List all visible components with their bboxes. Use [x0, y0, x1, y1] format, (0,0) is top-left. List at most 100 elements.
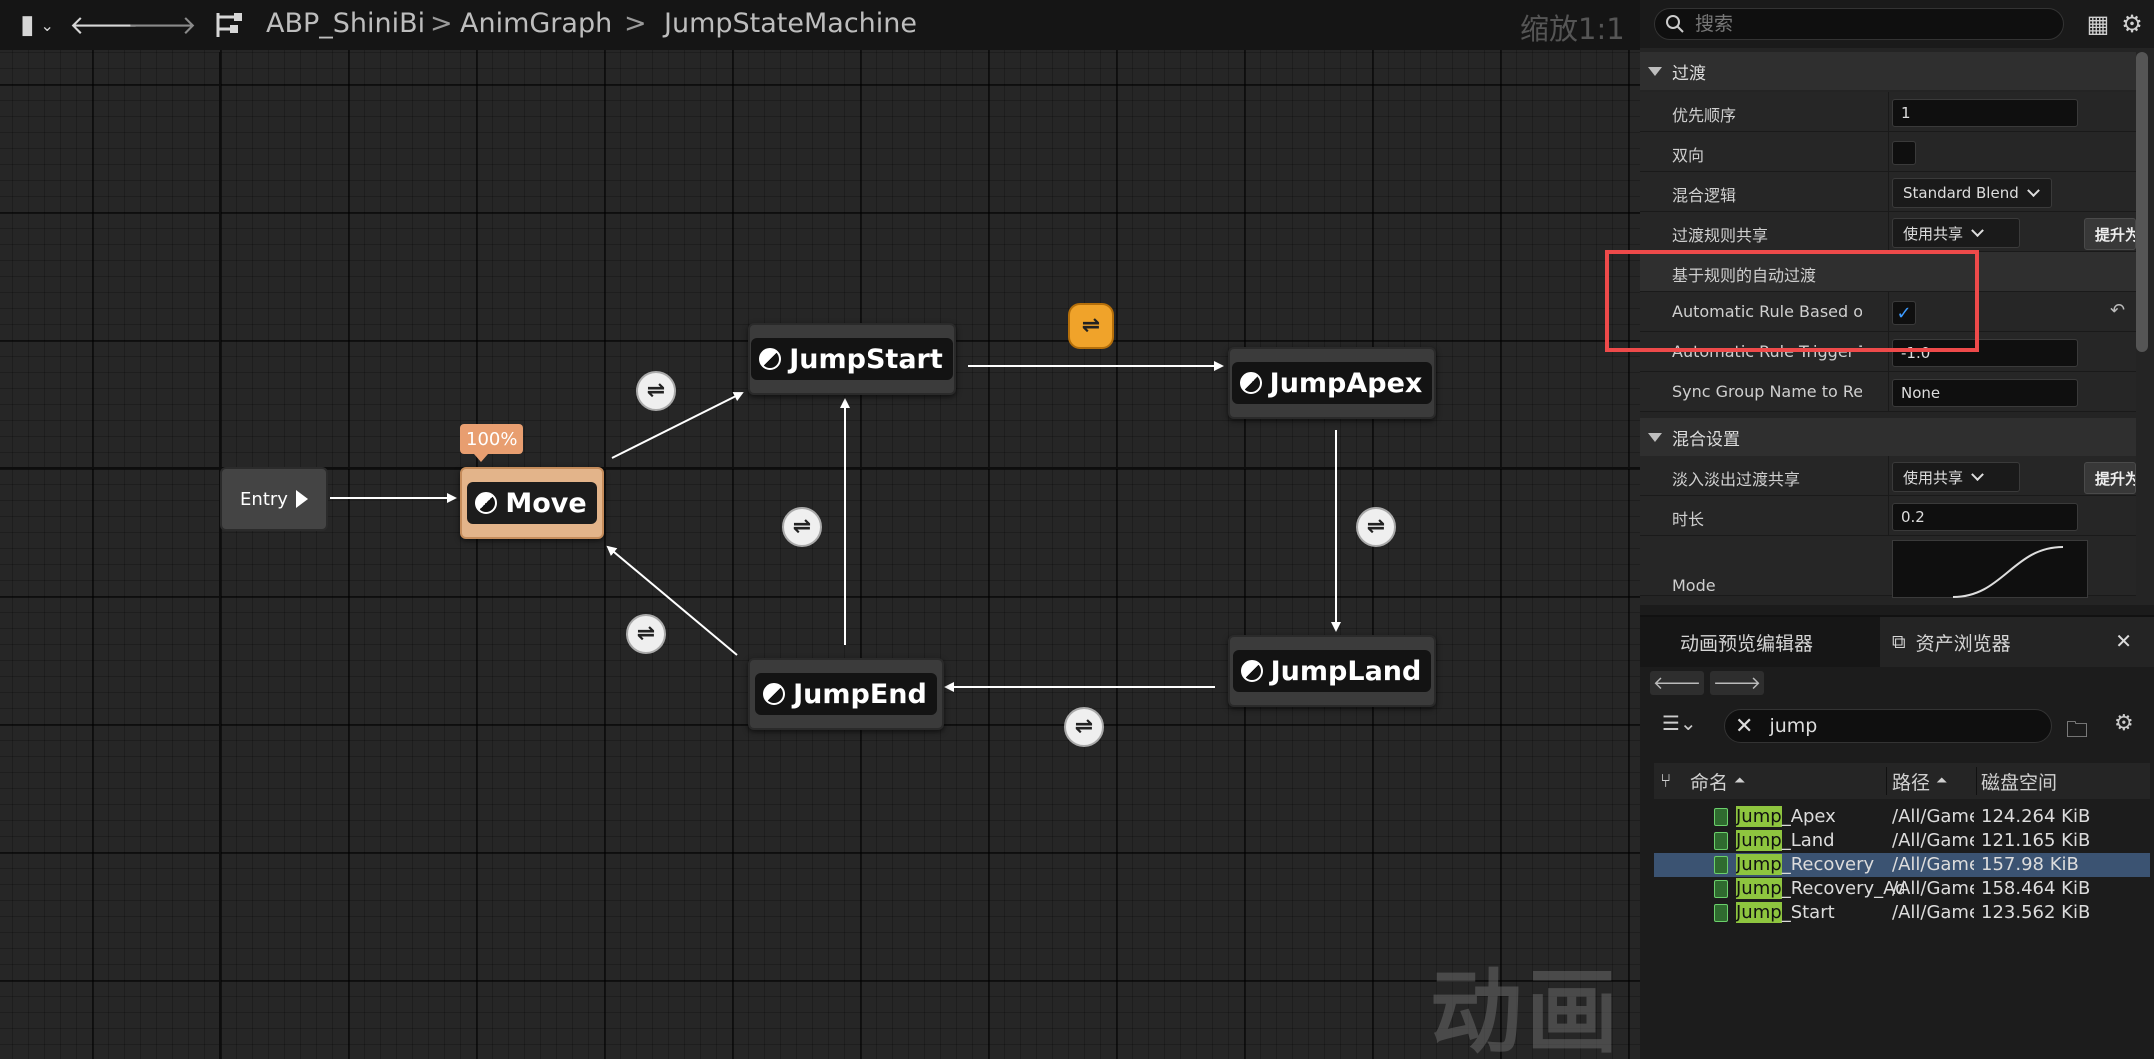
- clear-search-icon[interactable]: ✕: [1735, 713, 1754, 739]
- table-view-icon[interactable]: ▦: [2086, 10, 2110, 38]
- graph-canvas[interactable]: ⇌ ⇌ ⇌ ⇌ ⇌ ⇌ Entry 100% Move JumpStart: [0, 0, 1640, 1059]
- transition-icon-move-jumpstart[interactable]: ⇌: [636, 371, 676, 411]
- asset-row[interactable]: Jump_Land /All/Game/ 121.165 KiB: [1654, 829, 2150, 853]
- asset-row[interactable]: Jump_Apex /All/Game/ 124.264 KiB: [1654, 805, 2150, 829]
- column-separator[interactable]: [1886, 767, 1887, 795]
- column-name[interactable]: 命名 ⏶: [1690, 763, 1745, 799]
- transition-icon-jumpend-jumpstart[interactable]: ⇌: [782, 507, 822, 547]
- prop-row-rule-sharing: 过渡规则共享 使用共享 提升为: [1640, 212, 2136, 252]
- prop-row-auto-rule-header: 基于规则的自动过渡: [1640, 252, 2136, 292]
- crossfade-dropdown[interactable]: 使用共享: [1892, 462, 2020, 492]
- asset-name-rest: _Recovery: [1781, 854, 1875, 875]
- search-match: Jump: [1736, 878, 1782, 899]
- hierarchy-icon[interactable]: [206, 5, 250, 45]
- column-separator[interactable]: [1976, 767, 1977, 795]
- asset-name: Jump_Recovery: [1736, 854, 1904, 875]
- transition-icon-jumpland-jumpend[interactable]: ⇌: [1064, 707, 1104, 747]
- sort-icon: ⏶: [1734, 773, 1746, 789]
- section-blend-label: 混合设置: [1672, 429, 1740, 450]
- asset-search-input[interactable]: jump: [1769, 715, 1818, 737]
- asset-row[interactable]: Jump_Start /All/Game/ 123.562 KiB: [1654, 901, 2150, 925]
- back-button[interactable]: 🡐: [69, 5, 139, 45]
- bidirectional-checkbox[interactable]: [1892, 141, 1916, 165]
- dropdown-value: Standard Blend: [1903, 184, 2019, 202]
- prop-row-trigger-time: Automatic Rule Trigger Ti... -1.0: [1640, 332, 2136, 372]
- priority-input[interactable]: 1: [1892, 99, 2078, 127]
- arrow-left-icon: 🡐: [1652, 672, 1702, 694]
- entry-exec-pin-icon[interactable]: [295, 490, 308, 508]
- prop-label: Automatic Rule Trigger Ti...: [1672, 342, 1862, 361]
- sync-group-input[interactable]: None: [1892, 379, 2078, 407]
- section-transition-label: 过渡: [1672, 63, 1706, 84]
- section-transition[interactable]: 过渡: [1640, 52, 2136, 90]
- asset-size: 157.98 KiB: [1981, 854, 2079, 875]
- asset-back-button[interactable]: 🡐: [1650, 671, 1704, 695]
- trigger-time-input[interactable]: -1.0: [1892, 339, 2078, 367]
- section-blend-settings[interactable]: 混合设置: [1640, 418, 2136, 456]
- asset-search-box[interactable]: ✕ jump: [1724, 709, 2052, 743]
- animation-asset-icon: [1714, 856, 1728, 874]
- graph-toolbar: ▮ ⌄ 🡐 🡒 ABP_ShiniBi > AnimGraph > JumpSt…: [0, 0, 1640, 50]
- entry-node[interactable]: Entry: [220, 467, 328, 531]
- auto-rule-checkbox[interactable]: ✓: [1892, 301, 1916, 325]
- chevron-down-icon: [1971, 467, 1984, 481]
- arrow-right-icon: 🡒: [127, 10, 197, 41]
- asset-row-selected[interactable]: Jump_Recovery /All/Game/ 157.98 KiB: [1654, 853, 2150, 877]
- details-search-input[interactable]: [1695, 13, 2035, 35]
- breadcrumb-item-statemachine[interactable]: JumpStateMachine: [664, 8, 918, 39]
- asset-name-rest: _Land: [1781, 830, 1835, 851]
- state-node-jumpland[interactable]: JumpLand: [1228, 635, 1436, 707]
- duration-input[interactable]: 0.2: [1892, 503, 2078, 531]
- state-node-jumpapex[interactable]: JumpApex: [1228, 347, 1436, 419]
- column-size[interactable]: 磁盘空间: [1981, 763, 2057, 799]
- details-scrollbar[interactable]: [2136, 52, 2148, 352]
- transition-icon-jumpstart-jumpapex[interactable]: ⇌: [1068, 303, 1114, 349]
- breadcrumb-item-blueprint[interactable]: ABP_ShiniBi: [266, 8, 426, 39]
- tab-bar: 动画预览编辑器 ⧉ 资产浏览器 ✕: [1640, 617, 2154, 667]
- blend-curve-preview[interactable]: [1892, 540, 2088, 598]
- tab-asset-browser[interactable]: ⧉ 资产浏览器 ✕: [1880, 617, 2154, 667]
- dropdown-value: 使用共享: [1903, 468, 1964, 487]
- prop-row-priority: 优先顺序 1: [1640, 92, 2136, 132]
- asset-size: 121.165 KiB: [1981, 830, 2091, 851]
- asset-name-rest: _Recovery_Additive: [1781, 878, 1904, 899]
- details-search-box[interactable]: [1654, 8, 2064, 40]
- transition-icon-jumpend-move[interactable]: ⇌: [626, 614, 666, 654]
- folder-search-icon[interactable]: 🗀: [2066, 718, 2089, 743]
- transition-icon-jumpapex-jumpland[interactable]: ⇌: [1356, 507, 1396, 547]
- close-icon[interactable]: ✕: [2115, 629, 2132, 653]
- forward-button[interactable]: 🡒: [127, 5, 197, 45]
- prop-row-auto-rule: Automatic Rule Based on... ✓ ↶: [1640, 292, 2136, 332]
- prop-divider: [1888, 332, 1889, 372]
- blend-logic-dropdown[interactable]: Standard Blend: [1892, 178, 2052, 208]
- asset-row[interactable]: Jump_Recovery_Additive /All/Game/ 158.46…: [1654, 877, 2150, 901]
- prop-label: Sync Group Name to Req...: [1672, 382, 1862, 401]
- tab-anim-preview-editor[interactable]: 动画预览编辑器: [1680, 617, 1813, 667]
- entry-label: Entry: [240, 488, 288, 510]
- arrow-left-icon: 🡐: [69, 10, 139, 41]
- rule-sharing-dropdown[interactable]: 使用共享: [1892, 218, 2020, 248]
- sort-icon: ⏶: [1936, 773, 1948, 789]
- asset-forward-button[interactable]: 🡒: [1710, 671, 1764, 695]
- state-node-jumpend[interactable]: JumpEnd: [748, 658, 944, 730]
- asset-path: /All/Game/: [1892, 806, 1974, 827]
- animation-asset-icon: [1714, 808, 1728, 826]
- branch-icon[interactable]: ⑂: [1660, 770, 1672, 792]
- bookmark-dropdown-button[interactable]: ▮ ⌄: [10, 5, 64, 45]
- asset-path: /All/Game/: [1892, 878, 1974, 899]
- filter-icon[interactable]: ☰⌄: [1662, 711, 1697, 735]
- state-node-move[interactable]: Move: [460, 467, 604, 539]
- prop-row-bidirectional: 双向: [1640, 132, 2136, 172]
- state-node-jumpstart[interactable]: JumpStart: [748, 323, 956, 395]
- prop-label: 优先顺序: [1672, 106, 1737, 125]
- prop-divider: [1888, 292, 1889, 332]
- gear-icon[interactable]: ⚙: [2114, 711, 2134, 736]
- reset-to-default-icon[interactable]: ↶: [2110, 300, 2126, 321]
- column-path[interactable]: 路径 ⏶: [1892, 763, 1947, 799]
- gear-icon[interactable]: ⚙: [2121, 10, 2143, 38]
- promote-button[interactable]: 提升为: [2084, 218, 2136, 250]
- breadcrumb-item-animgraph[interactable]: AnimGraph: [460, 8, 613, 39]
- search-match: Jump: [1736, 806, 1782, 827]
- asset-browser-icon: ⧉: [1892, 631, 1906, 653]
- promote-button[interactable]: 提升为: [2084, 462, 2136, 494]
